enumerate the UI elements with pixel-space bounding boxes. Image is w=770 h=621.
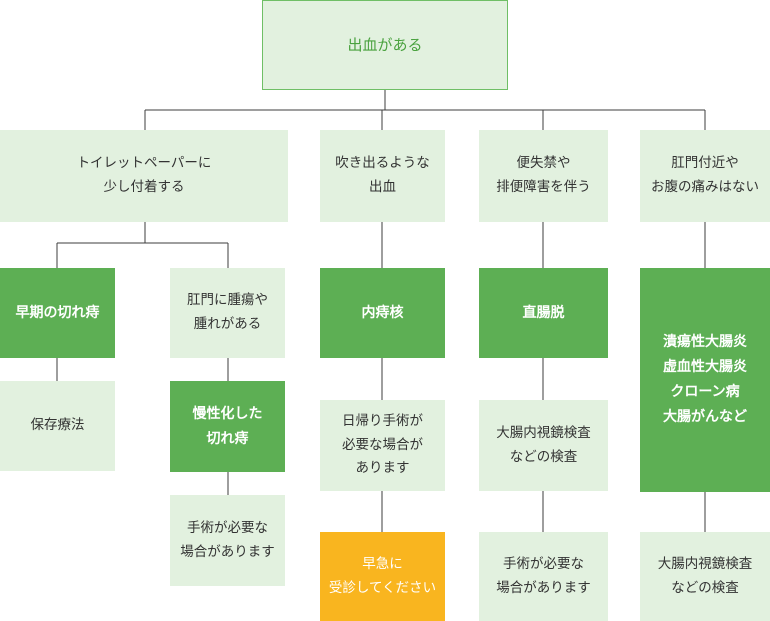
diagnosis-early-fissure: 早期の切れ痔	[0, 268, 115, 358]
note-day-surgery: 日帰り手術が 必要な場合が あります	[320, 400, 445, 491]
root-node: 出血がある	[262, 0, 508, 90]
diagnosis-chronic-fissure: 慢性化した 切れ痔	[170, 381, 285, 472]
symptom-paper-stain: トイレットペーパーに 少し付着する	[0, 130, 288, 222]
urgent-see-doctor: 早急に 受診してください	[320, 532, 445, 621]
exam-colonoscopy: 大腸内視鏡検査 などの検査	[479, 400, 608, 491]
symptom-no-pain: 肛門付近や お腹の痛みはない	[640, 130, 770, 222]
symptom-incontinence: 便失禁や 排便障害を伴う	[479, 130, 608, 222]
symptom-anal-swelling: 肛門に腫瘍や 腫れがある	[170, 268, 285, 358]
diagnosis-rectal-prolapse: 直腸脱	[479, 268, 608, 358]
treatment-conservative: 保存療法	[0, 381, 115, 471]
exam-colonoscopy: 大腸内視鏡検査 などの検査	[640, 532, 770, 621]
diagnosis-internal-hemorrhoid: 内痔核	[320, 268, 445, 358]
treatment-surgery-maybe: 手術が必要な 場合があります	[479, 532, 608, 621]
symptom-spurting-blood: 吹き出るような 出血	[320, 130, 445, 222]
diagnosis-colitis-list: 潰瘍性大腸炎 虚血性大腸炎 クローン病 大腸がんなど	[640, 268, 770, 492]
treatment-surgery-maybe: 手術が必要な 場合があります	[170, 495, 285, 586]
